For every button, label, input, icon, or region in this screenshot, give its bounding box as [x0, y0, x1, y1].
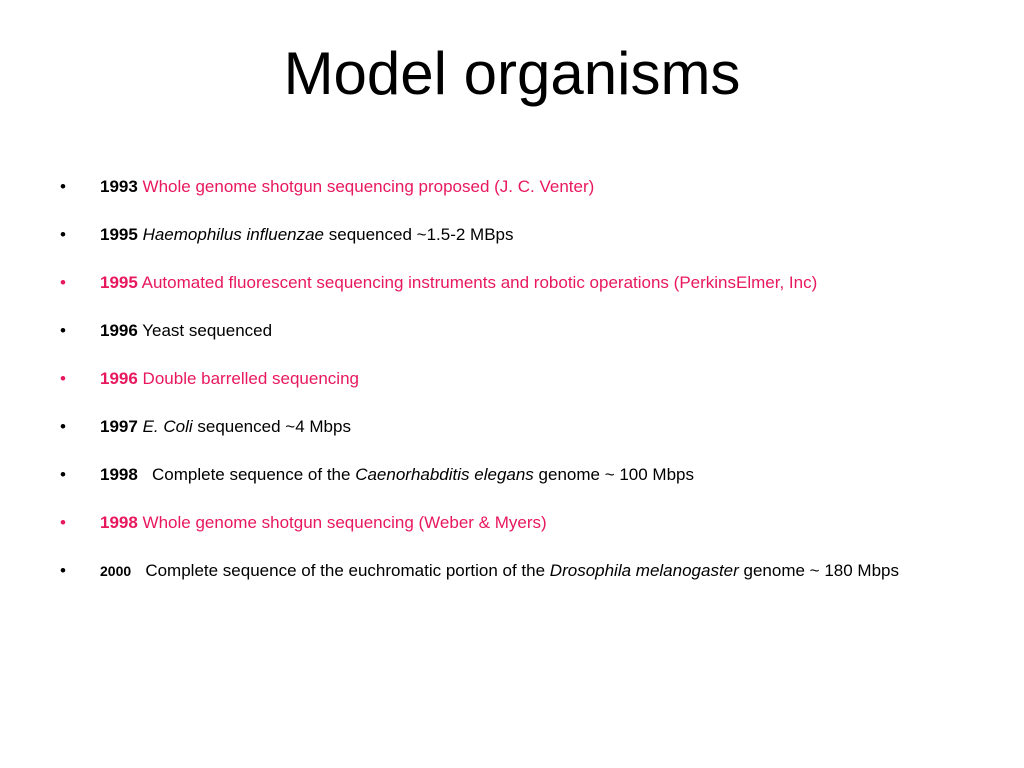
year-label: 1998: [100, 465, 138, 484]
slide-title: Model organisms: [283, 40, 741, 107]
organism-name: Drosophila melanogaster: [549, 561, 739, 580]
item-text: Whole genome shotgun sequencing proposed…: [137, 177, 595, 196]
bullet-icon: •: [60, 513, 66, 532]
list-item-1998-c-elegans: • 1998 Complete sequence of the Caenorha…: [60, 466, 960, 483]
organism-name: E. Coli: [142, 417, 193, 436]
year-label: 2000: [100, 563, 132, 579]
list-item-1996-yeast: • 1996 Yeast sequenced: [60, 322, 960, 339]
item-text: Automated fluorescent sequencing instrum…: [137, 273, 818, 292]
organism-name: Caenorhabditis elegans: [355, 465, 534, 484]
list-item-1996-double-barrelled: • 1996 Double barrelled sequencing: [60, 370, 960, 387]
bullet-list: • 1993 Whole genome shotgun sequencing p…: [60, 178, 960, 611]
bullet-icon: •: [60, 465, 66, 484]
item-text: sequenced ~1.5-2 MBps: [324, 225, 514, 244]
item-text: Complete sequence of the: [137, 465, 356, 484]
item-text: sequenced ~4 Mbps: [192, 417, 351, 436]
item-text: Whole genome shotgun sequencing (Weber &…: [137, 513, 547, 532]
bullet-icon: •: [60, 369, 66, 388]
list-item-2000-drosophila: • 2000 Complete sequence of the euchroma…: [60, 562, 960, 580]
year-label: 1993: [100, 177, 138, 196]
year-label: 1998: [100, 513, 138, 532]
year-label: 1995: [100, 225, 138, 244]
organism-name: Haemophilus influenzae: [142, 225, 325, 244]
list-item-1995-haemophilus: • 1995 Haemophilus influenzae sequenced …: [60, 226, 960, 243]
year-label: 1996: [100, 321, 138, 340]
item-text: genome ~ 180 Mbps: [738, 561, 899, 580]
year-label: 1995: [100, 273, 138, 292]
bullet-icon: •: [60, 177, 66, 196]
item-text: Yeast sequenced: [137, 321, 273, 340]
list-item-1997-ecoli: • 1997 E. Coli sequenced ~4 Mbps: [60, 418, 960, 435]
bullet-icon: •: [60, 273, 66, 292]
bullet-icon: •: [60, 417, 66, 436]
item-text: Double barrelled sequencing: [137, 369, 359, 388]
bullet-icon: •: [60, 561, 66, 580]
year-label: 1997: [100, 417, 138, 436]
bullet-icon: •: [60, 321, 66, 340]
list-item-1998-weber-myers: • 1998 Whole genome shotgun sequencing (…: [60, 514, 960, 531]
bullet-icon: •: [60, 225, 66, 244]
item-text: genome ~ 100 Mbps: [533, 465, 695, 484]
list-item-1993-shotgun-proposed: • 1993 Whole genome shotgun sequencing p…: [60, 178, 960, 195]
year-label: 1996: [100, 369, 138, 388]
item-text: Complete sequence of the euchromatic por…: [131, 561, 550, 580]
list-item-1995-automated-sequencing: • 1995 Automated fluorescent sequencing …: [60, 274, 960, 291]
